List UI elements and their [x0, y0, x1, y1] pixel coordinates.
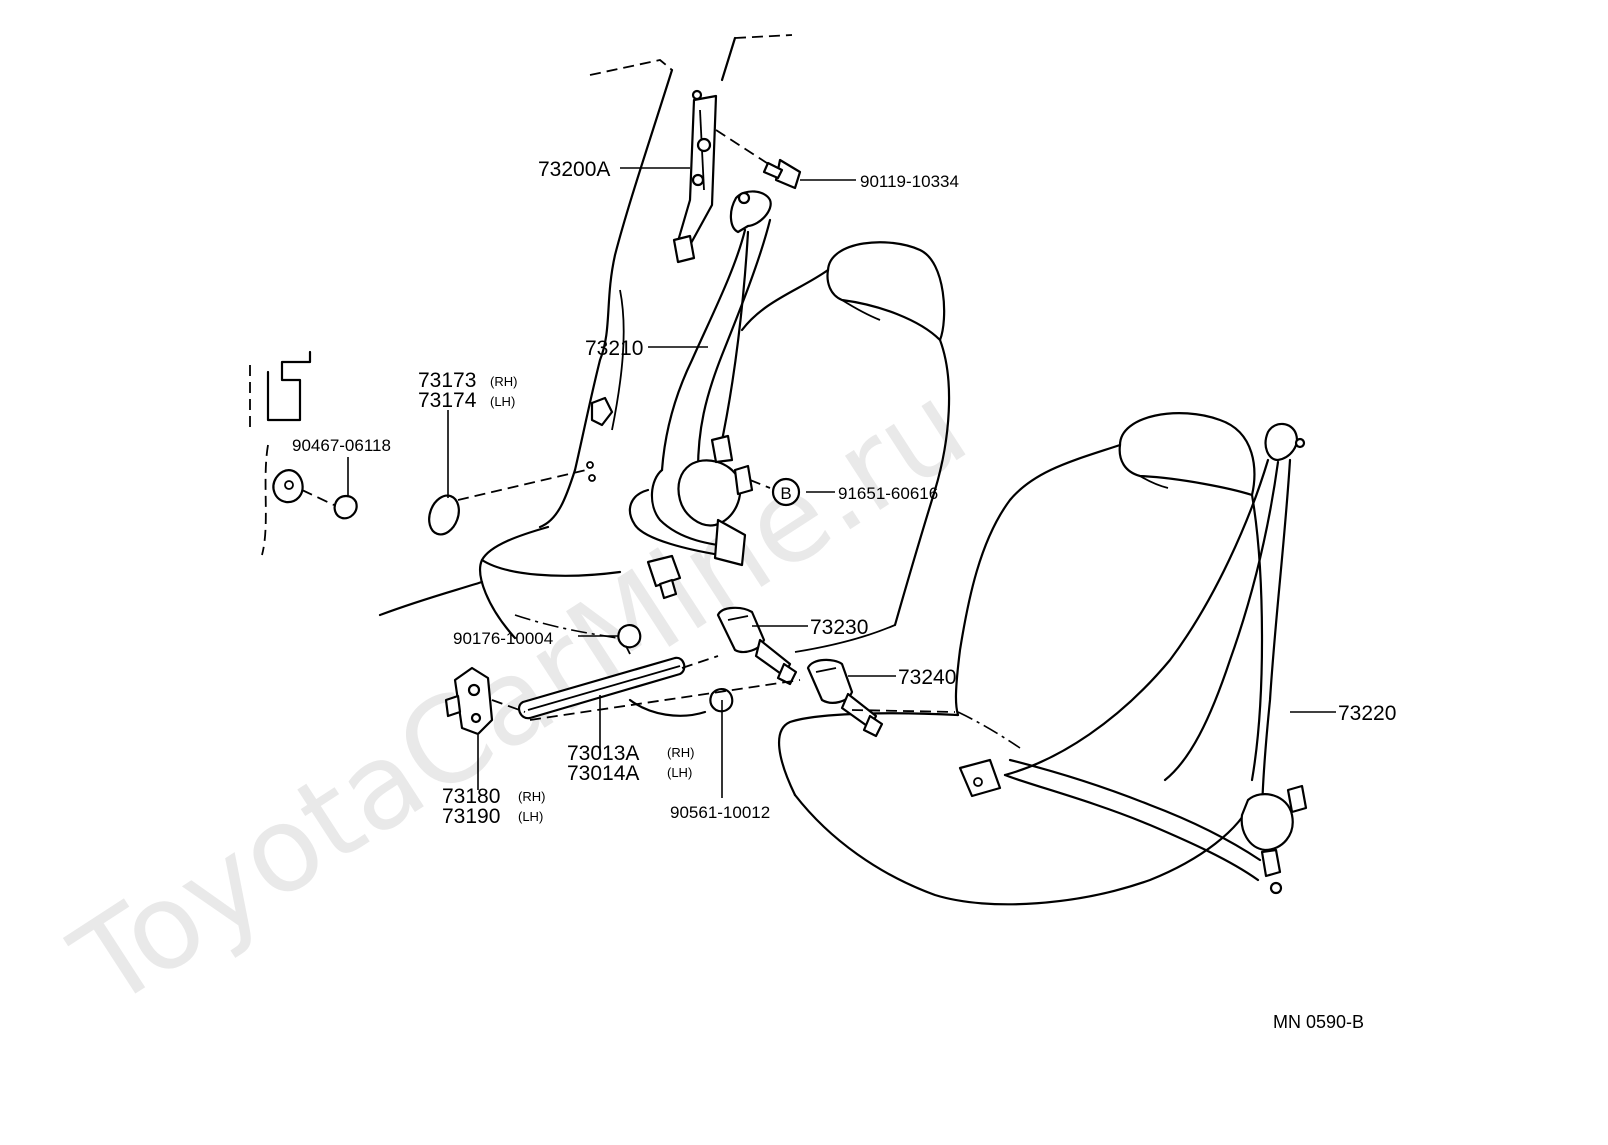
part-number-90176: 90176-10004 — [453, 629, 553, 648]
part-number-73173: 73173 — [418, 369, 476, 392]
part-number-73200A: 73200A — [538, 158, 610, 181]
part-suffix-73190: (LH) — [518, 809, 543, 824]
part-number-73013A: 73013A — [567, 742, 639, 765]
part-number-73210: 73210 — [585, 337, 643, 360]
callout-letter: B — [780, 484, 791, 503]
height-adjuster — [672, 89, 718, 264]
part-number-73180: 73180 — [442, 785, 500, 808]
bolt-90119 — [715, 129, 802, 190]
cover-73173 — [428, 469, 587, 536]
bracket-73180 — [444, 666, 526, 736]
buckle-73240 — [806, 658, 956, 738]
bolt-91651 — [749, 479, 771, 489]
part-number-73014A: 73014A — [567, 762, 639, 785]
part-number-90561: 90561-10012 — [670, 803, 770, 822]
seat-rear — [777, 412, 1264, 906]
part-suffix-73173: (RH) — [490, 374, 517, 389]
part-number-73174: 73174 — [418, 389, 477, 412]
bolt-90176 — [617, 624, 642, 655]
part-number-73190: 73190 — [442, 805, 500, 828]
part-number-73240: 73240 — [898, 666, 956, 689]
part-suffix-73013A: (RH) — [667, 745, 694, 760]
part-number-73220: 73220 — [1338, 702, 1396, 725]
part-labels: 73200A 90119-10334 73210 73173 (RH) 7317… — [292, 158, 1396, 1032]
body-fragment-left — [249, 350, 312, 556]
part-number-73230: 73230 — [810, 616, 868, 639]
part-suffix-73180: (RH) — [518, 789, 545, 804]
belt-73210 — [628, 190, 772, 600]
leader-lines — [347, 167, 1336, 798]
belt-73220 — [958, 422, 1308, 895]
rail-73013A — [517, 655, 801, 721]
part-suffix-73174: (LH) — [490, 394, 515, 409]
buckle-73230 — [716, 606, 798, 686]
diagram-code: MN 0590-B — [1273, 1012, 1364, 1032]
pillar-bracket — [590, 396, 614, 427]
body-pillar — [538, 34, 793, 529]
callout-b: B — [771, 477, 801, 507]
part-number-90119: 90119-10334 — [860, 172, 959, 191]
part-number-90467: 90467-06118 — [292, 436, 391, 455]
part-number-91651: 91651-60616 — [838, 484, 938, 503]
part-suffix-73014A: (LH) — [667, 765, 692, 780]
cap-90467 — [272, 469, 358, 520]
